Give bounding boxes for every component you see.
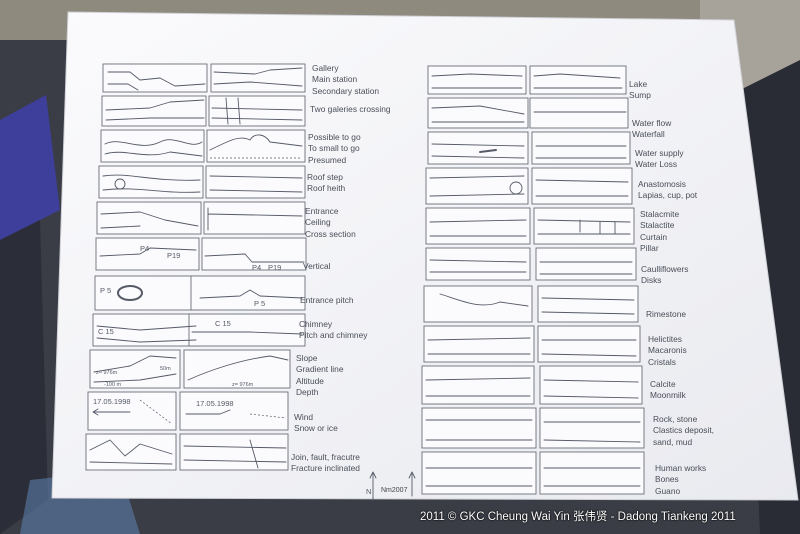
- svg-text:N: N: [366, 487, 371, 496]
- label-lake: Lake Sump: [629, 79, 651, 101]
- c15-text: C 15: [98, 327, 114, 336]
- p19-text: P19: [167, 251, 180, 260]
- altitude-text-2: z= 976m: [232, 382, 254, 388]
- label-rimestone: Rimestone: [646, 309, 687, 319]
- label-chimney: Chimney Pitch and chimney: [299, 319, 368, 341]
- label-galleries-crossing: Two galeries crossing: [310, 104, 391, 114]
- label-rock-stone: Rock, stone Clastics deposit, sand, mud: [653, 414, 714, 447]
- label-helictites: Helictites Macaronis Cristals: [648, 334, 687, 367]
- p4-text: P4: [140, 244, 149, 253]
- p5-text-2: P 5: [254, 299, 265, 308]
- label-vertical: Vertical: [303, 261, 331, 271]
- label-wind: Wind Snow or ice: [294, 412, 338, 434]
- purple-binder: [0, 95, 60, 240]
- label-anastomosis: Anastomosis Lapias, cup, pot: [638, 179, 698, 201]
- left-symbol-cells: P4 P19 P4 P19 P 5 P 5 C 15 C 15 z= 976m …: [85, 63, 307, 471]
- label-water-supply: Water supply Water Loss: [635, 148, 684, 170]
- p5-text: P 5: [100, 286, 111, 295]
- label-roof-step: Roof step Roof heith: [307, 172, 346, 194]
- label-join-fault: Join, fault, fracutre Fracture inclinate…: [291, 452, 360, 474]
- north-arrow-icon: N: [366, 471, 416, 501]
- label-human-works: Human works Bones Guano: [655, 463, 707, 496]
- slope-text: 50m: [160, 366, 171, 372]
- label-slope: Slope Gradient line Altitude Depth: [296, 353, 344, 397]
- north-arrow-label: Nm2007: [381, 487, 408, 494]
- label-caulliflowers: Caulliflowers Disks: [641, 264, 689, 286]
- altitude-text: z= 976m: [96, 370, 118, 376]
- label-entrance-pitch: Entrance pitch: [300, 295, 354, 305]
- photo-credit: 2011 © GKC Cheung Wai Yin 张伟贤 - Dadong T…: [420, 511, 736, 523]
- date-text-2: 17.05.1998: [196, 399, 234, 408]
- c15-text-2: C 15: [215, 319, 231, 328]
- label-stalacmite: Stalacmite Stalactite Curtain Pillar: [640, 209, 680, 253]
- label-possible-to-go: Possible to go To small to go Presumed: [308, 132, 361, 165]
- label-water-flow: Water flow Waterfall: [632, 118, 672, 140]
- right-symbol-cells: [421, 65, 645, 495]
- label-entrance: Entrance Ceiling Cross section: [305, 206, 356, 239]
- label-gallery: Gallery Main station Secondary station: [312, 63, 380, 96]
- p4-text-2: P4: [252, 263, 261, 272]
- label-calcite: Calcite Moonmilk: [650, 379, 686, 401]
- depth-text: -100 m: [104, 382, 122, 388]
- p19-text-2: P19: [268, 263, 281, 272]
- date-text: 17.05.1998: [93, 397, 131, 406]
